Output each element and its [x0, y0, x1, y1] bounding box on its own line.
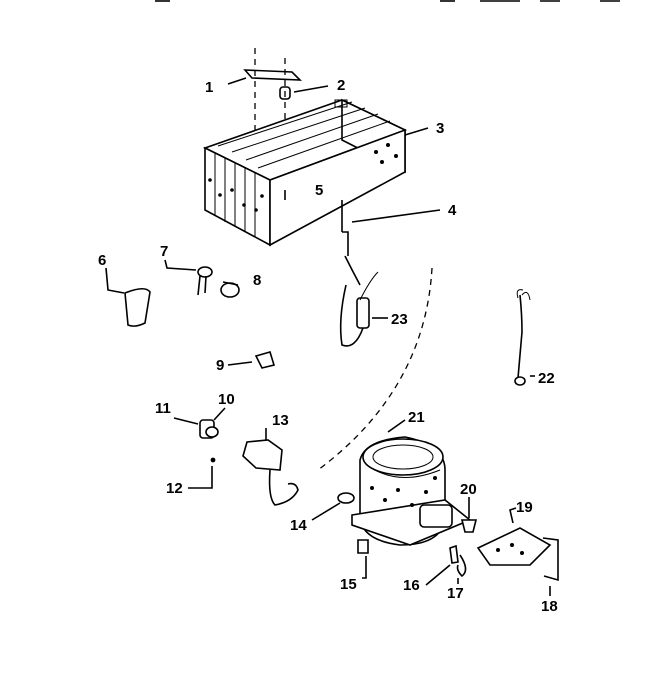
part-10-11-relay — [173, 407, 226, 439]
part-4-capillary-tube — [341, 200, 441, 256]
callout-15: 15 — [340, 576, 357, 593]
callout-8: 8 — [253, 272, 261, 289]
callout-13: 13 — [272, 412, 289, 429]
callout-10: 10 — [218, 391, 235, 408]
callout-2: 2 — [337, 77, 345, 94]
callout-labels: 1 2 3 4 5 6 7 8 9 10 11 12 13 14 15 16 1… — [98, 77, 558, 615]
callout-22: 22 — [538, 370, 555, 387]
callout-14: 14 — [290, 517, 307, 534]
part-17-clip — [456, 554, 467, 584]
callout-5: 5 — [315, 182, 323, 199]
callout-12: 12 — [166, 480, 183, 497]
part-15-bolt — [357, 539, 369, 579]
part-21-compressor — [351, 419, 472, 546]
callout-19: 19 — [516, 499, 533, 516]
callout-20: 20 — [460, 481, 477, 498]
callout-1: 1 — [205, 79, 213, 96]
part-14-bushing — [311, 492, 355, 521]
part-8-knob — [220, 281, 240, 298]
callout-6: 6 — [98, 252, 106, 269]
part-16-clip — [425, 544, 459, 586]
part-3-evaporator — [202, 98, 429, 247]
callout-4: 4 — [448, 202, 457, 219]
callout-23: 23 — [391, 311, 408, 328]
callout-21: 21 — [408, 409, 425, 426]
part-1-bracket — [227, 69, 303, 85]
callout-18: 18 — [541, 598, 558, 615]
part-19-cover — [476, 507, 552, 566]
part-22-cord — [514, 289, 535, 386]
callout-17: 17 — [447, 585, 464, 602]
callout-11: 11 — [155, 400, 171, 417]
part-23-drier — [339, 255, 388, 347]
callout-16: 16 — [403, 577, 420, 594]
part-18-bracket — [542, 537, 559, 596]
part-2-grommet — [279, 85, 329, 100]
part-12-screw — [188, 457, 216, 489]
part-6-clip — [105, 267, 151, 327]
part-20-cap — [460, 497, 478, 533]
part-13-overload — [242, 428, 299, 506]
part-9-clip — [227, 351, 276, 369]
callout-9: 9 — [216, 357, 224, 374]
part-7-sensor — [164, 259, 213, 296]
callout-3: 3 — [436, 120, 444, 137]
callout-7: 7 — [160, 243, 168, 260]
